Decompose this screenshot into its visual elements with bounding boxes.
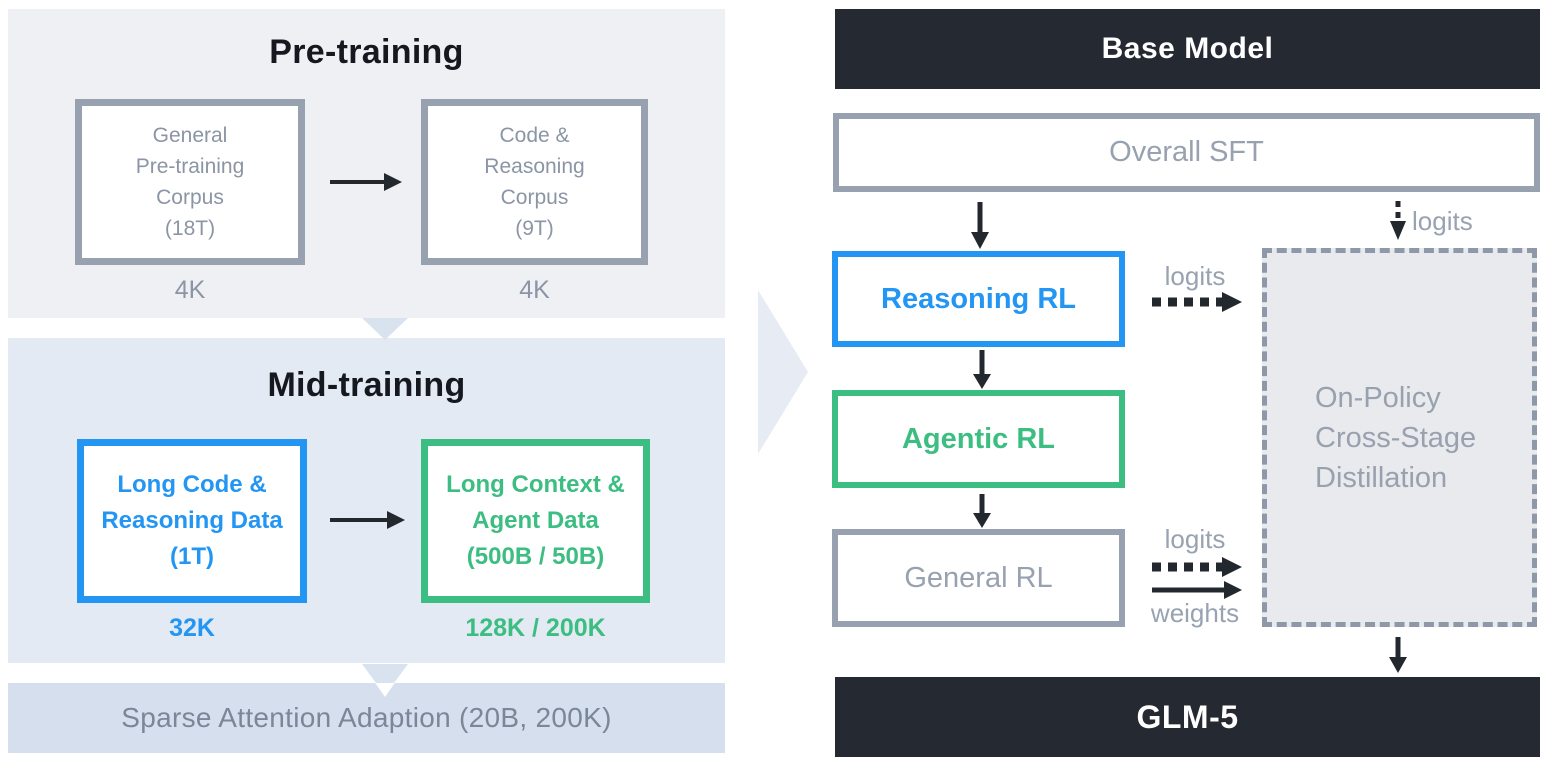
code-reasoning-corpus-node: Code & Reasoning Corpus (9T)	[421, 99, 648, 265]
glm5-bar: GLM-5	[835, 677, 1540, 757]
on-policy-cross-stage-distillation-node: On-Policy Cross-Stage Distillation	[1262, 248, 1537, 627]
logits-label-general: logits	[1164, 524, 1226, 554]
reasoning-rl-node: Reasoning RL	[832, 251, 1125, 347]
context-length-label: 128K / 200K	[465, 614, 606, 642]
agentic-rl-label: Agentic RL	[901, 422, 1056, 455]
node-line: Long Code &	[117, 471, 267, 498]
overall-sft-label: Overall SFT	[1109, 136, 1264, 168]
node-line: General	[152, 124, 228, 147]
sparse-attention-adaption-bar: Sparse Attention Adaption (20B, 200K)	[8, 683, 725, 753]
midtraining-title: Mid-training	[267, 366, 466, 404]
long-context-agent-data-node: Long Context & Agent Data (500B / 50B)	[421, 439, 650, 603]
distillation-text: On-Policy Cross-Stage Distillation	[1267, 378, 1476, 498]
agentic-rl-node: Agentic RL	[832, 390, 1125, 488]
node-line: (500B / 50B)	[466, 543, 605, 570]
logits-label-top: logits	[1412, 206, 1473, 236]
node-line: Corpus	[500, 186, 569, 209]
arrowhead-icon	[971, 232, 989, 249]
context-length-label: 4K	[519, 276, 550, 304]
sparse-attention-label: Sparse Attention Adaption (20B, 200K)	[121, 702, 612, 733]
node-line: (18T)	[164, 217, 216, 240]
node-line: Long Context &	[446, 471, 625, 498]
glm5-label: GLM-5	[1136, 698, 1239, 735]
node-line: On-Policy	[1315, 381, 1441, 414]
node-line: Reasoning	[484, 155, 585, 178]
context-length-label: 32K	[169, 614, 215, 642]
node-line: Cross-Stage	[1315, 421, 1477, 454]
node-line: Reasoning Data	[101, 507, 283, 534]
stage-chevron-down-icon	[362, 664, 408, 683]
arrowhead-icon	[1224, 581, 1242, 599]
node-line: Distillation	[1315, 461, 1448, 494]
long-code-reasoning-data-node: Long Code & Reasoning Data (1T)	[77, 439, 307, 603]
context-length-label: 4K	[174, 276, 206, 304]
arrowhead-icon	[973, 513, 991, 528]
node-line: (1T)	[170, 543, 214, 570]
weights-label: weights	[1150, 598, 1240, 628]
arrowhead-icon	[1389, 657, 1407, 673]
pretraining-title: Pre-training	[269, 33, 464, 71]
arrowhead-icon	[973, 374, 991, 389]
arrowhead-icon	[1222, 292, 1242, 312]
general-rl-node: General RL	[832, 529, 1125, 627]
node-line: Pre-training	[135, 155, 245, 178]
node-line: Code &	[499, 124, 570, 147]
general-pretraining-corpus-node: General Pre-training Corpus (18T)	[75, 99, 305, 265]
arrowhead-icon	[1390, 221, 1406, 240]
general-rl-label: General RL	[904, 561, 1053, 594]
stage-chevron-down-icon	[362, 318, 408, 340]
arrowhead-icon	[1222, 557, 1242, 577]
node-line: Corpus	[156, 186, 224, 209]
logits-label-reasoning: logits	[1164, 261, 1226, 291]
reasoning-rl-label: Reasoning RL	[881, 282, 1076, 315]
node-line: (9T)	[515, 217, 554, 240]
overall-sft-node: Overall SFT	[833, 113, 1540, 192]
base-model-label: Base Model	[1101, 32, 1274, 65]
columns-chevron-right-icon	[758, 290, 808, 454]
node-line: Agent Data	[472, 507, 599, 534]
base-model-bar: Base Model	[835, 9, 1540, 89]
